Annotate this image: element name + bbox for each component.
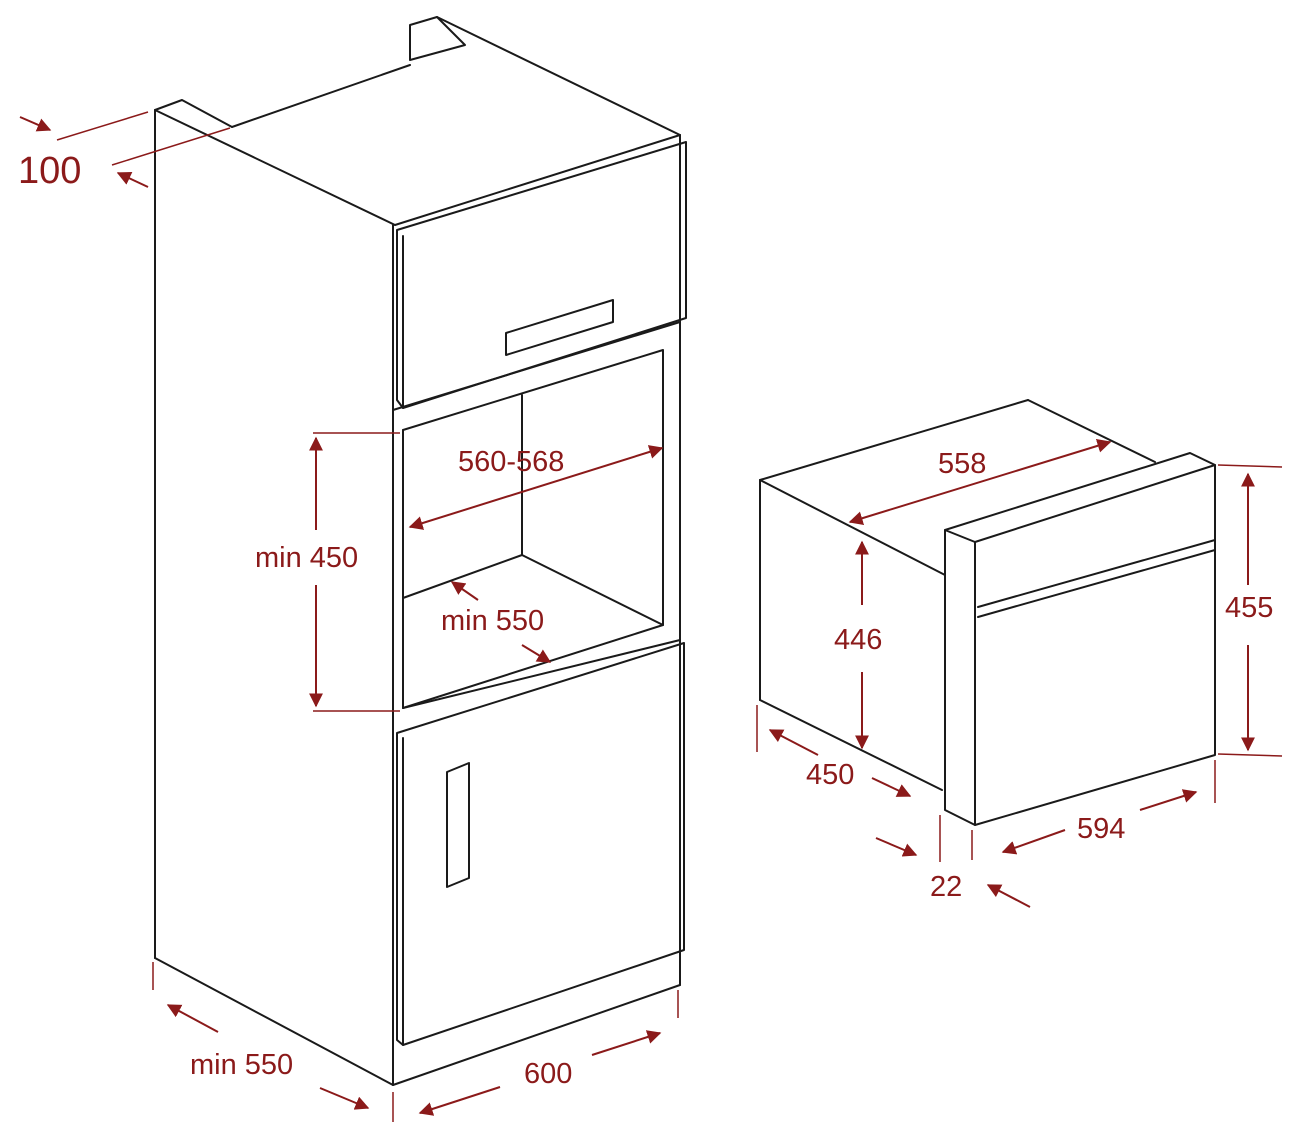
dim-100-arrow-top (19, 116, 52, 132)
label-front-thickness: 22 (930, 871, 962, 903)
dim-455-ext-bottom (1217, 753, 1283, 757)
lower-door-handle (446, 762, 470, 888)
oven-front-top-edge (974, 464, 1216, 543)
label-niche-height: min 450 (255, 542, 358, 574)
dim-450-right (871, 777, 912, 797)
oven-control-line-2 (977, 549, 1216, 618)
upper-door (396, 141, 687, 409)
cabinet-bottom-front-edge (392, 984, 681, 1086)
tall-cabinet (154, 16, 687, 1086)
label-cabinet-width: 600 (524, 1058, 572, 1090)
cabinet-bottom-left-edge (154, 957, 394, 1086)
dim-594-right (1139, 789, 1198, 811)
label-niche-depth: min 550 (441, 605, 544, 637)
dim-niche-depth-up (450, 581, 479, 601)
oven-control-line-1 (977, 539, 1216, 608)
niche-bottom-shelf (402, 639, 681, 709)
dim-455-ext-top (1217, 464, 1283, 468)
label-oven-width: 594 (1077, 813, 1125, 845)
oven-top-front (759, 479, 946, 576)
dim-600-right (591, 1030, 662, 1056)
label-oven-height: 455 (1225, 592, 1273, 624)
niche-top-shelf (392, 321, 681, 411)
oven-front-top-side (944, 529, 976, 543)
dim-niche-depth-down (521, 644, 552, 663)
label-niche-width: 560-568 (458, 446, 564, 478)
dimension-labels: 100 560-568 min 450 min 550 min 550 600 … (18, 150, 1273, 1090)
oven-front-panel (944, 452, 1216, 826)
oven-top-left (759, 399, 1029, 481)
oven-body-bottom (759, 699, 943, 791)
dim-100-arrow-bottom (116, 171, 149, 188)
dim-cabinet-depth-right (319, 1087, 370, 1110)
dim-22-arrow-left (875, 837, 918, 857)
dim-594-left (1001, 829, 1066, 855)
dim-niche-width-line (408, 445, 664, 530)
cabinet-top-left-edge (154, 109, 396, 226)
oven-top-back (1027, 399, 1156, 463)
label-top-gap: 100 (18, 150, 81, 192)
upper-door-handle (505, 299, 614, 356)
cabinet-left-top (154, 99, 233, 128)
dimension-lines (19, 111, 1283, 1122)
cabinet-back-top-edge (436, 16, 681, 136)
niche-floor-back (521, 554, 664, 626)
dim-600-left (418, 1086, 501, 1116)
dim-22-arrow-right (986, 884, 1031, 908)
cabinet-back-panel (409, 16, 466, 61)
label-oven-body-height: 446 (834, 624, 882, 656)
dim-cabinet-depth-left (166, 1004, 219, 1033)
label-oven-body-depth: 450 (806, 759, 854, 791)
dim-450-left (768, 729, 819, 756)
cabinet-top-back-edge (231, 64, 411, 128)
dim-100-extension-bottom (111, 127, 231, 166)
label-cabinet-depth: min 550 (190, 1049, 293, 1081)
dim-558-line (848, 439, 1112, 525)
lower-door (396, 642, 685, 1046)
niche-floor-left (402, 554, 523, 599)
cabinet-top-front-edge (394, 134, 681, 226)
label-oven-depth: 558 (938, 448, 986, 480)
dim-100-extension-top (56, 111, 149, 141)
